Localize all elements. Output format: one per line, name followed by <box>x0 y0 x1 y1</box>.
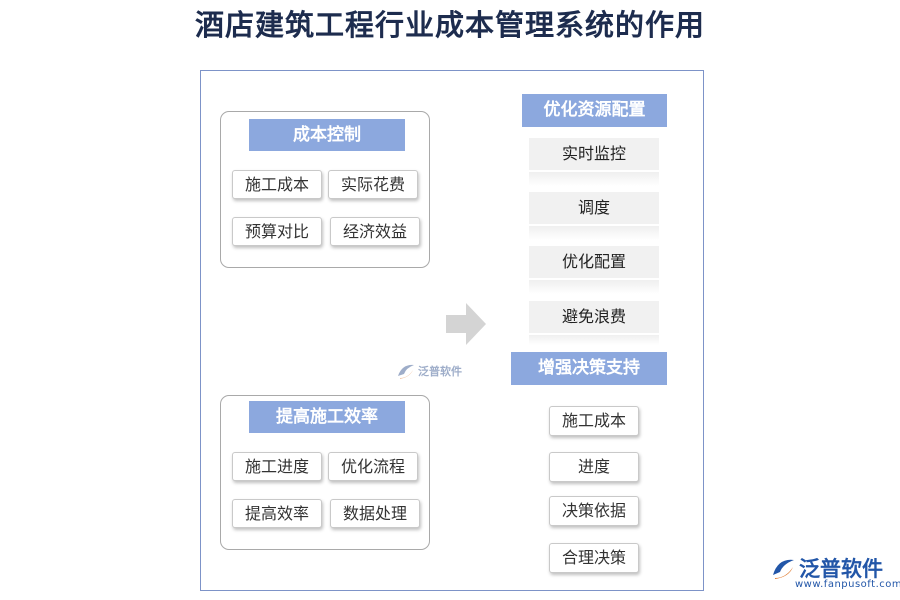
fanpu-logo-icon <box>398 364 414 379</box>
optimize-item-reflection <box>529 226 659 240</box>
efficiency-item: 施工进度 <box>232 452 322 481</box>
watermark: 泛普软件 <box>396 362 462 380</box>
fanpu-logo-icon <box>773 559 794 579</box>
optimize-item: 避免浪费 <box>529 301 659 333</box>
optimize-item: 优化配置 <box>529 246 659 278</box>
watermark-text: 泛普软件 <box>418 365 462 378</box>
decision-item: 进度 <box>549 452 639 482</box>
decision-item: 施工成本 <box>549 406 639 436</box>
decision-item: 决策依据 <box>549 496 639 526</box>
brand-name: 泛普软件 <box>799 557 883 581</box>
efficiency-item: 提高效率 <box>232 499 322 528</box>
cost-control-item: 施工成本 <box>232 170 322 199</box>
optimize-header: 优化资源配置 <box>522 94 667 127</box>
page-title: 酒店建筑工程行业成本管理系统的作用 <box>194 8 705 42</box>
brand-url: www.fanpusoft.com <box>795 579 900 590</box>
decision-item: 合理决策 <box>549 543 639 573</box>
optimize-item: 调度 <box>529 192 659 224</box>
cost-control-header: 成本控制 <box>249 119 405 151</box>
efficiency-header: 提高施工效率 <box>249 401 405 433</box>
cost-control-item: 经济效益 <box>330 217 420 246</box>
optimize-item-reflection <box>529 280 659 294</box>
cost-control-item: 预算对比 <box>232 217 322 246</box>
diagram-frame <box>200 70 704 591</box>
right-arrow-icon <box>446 303 486 345</box>
decision-header: 增强决策支持 <box>511 352 667 385</box>
optimize-item: 实时监控 <box>529 138 659 170</box>
efficiency-item: 数据处理 <box>330 499 420 528</box>
optimize-item-reflection <box>529 172 659 186</box>
brand-logo: 泛普软件 <box>770 553 883 583</box>
cost-control-item: 实际花费 <box>328 170 418 199</box>
optimize-item-reflection <box>529 335 659 345</box>
efficiency-item: 优化流程 <box>328 452 418 481</box>
